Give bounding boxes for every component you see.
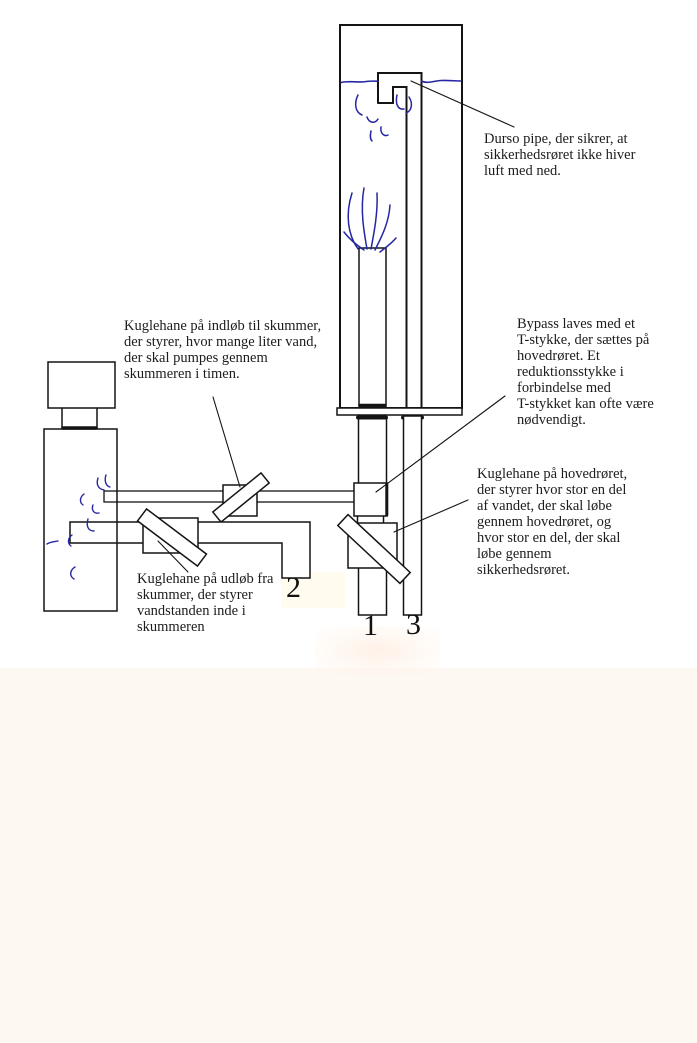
inlet-valve-handle — [211, 471, 271, 524]
note-durso: Durso pipe, der sikrer, at sikkerhedsrør… — [484, 131, 636, 179]
leader-outlet-valve — [157, 540, 189, 573]
note-main-pipe-valve: Kuglehane på hovedrøret, der styrer hvor… — [477, 466, 628, 578]
riser-pipe — [358, 247, 387, 407]
inlet-ball-valve — [211, 471, 271, 524]
label-skimmer-outlet-pipe-2: 2 — [286, 571, 301, 604]
tank-bottom-plate — [336, 407, 463, 416]
plumbing-diagram — [43, 24, 515, 616]
water-line-right — [420, 79, 462, 84]
leader-main-valve — [393, 499, 469, 533]
leader-inlet-valve — [212, 396, 241, 488]
note-skimmer-inlet-valve: Kuglehane på indløb til skummer, der sty… — [124, 318, 322, 382]
skimmer-inlet-splash — [79, 474, 111, 514]
leader-bypass — [375, 395, 506, 493]
scan-artifact-blob — [315, 626, 440, 676]
leader-lines — [157, 80, 515, 573]
skimmer-neck — [61, 407, 98, 429]
skimmer-body-splash — [46, 518, 95, 580]
label-safety-pipe-3: 3 — [406, 608, 421, 641]
fountain-splash — [343, 187, 397, 253]
durso-standpipe — [377, 72, 423, 408]
water-line-left — [340, 80, 379, 84]
main-pipe-valve-handle — [336, 513, 412, 585]
note-bypass: Bypass laves med et T-stykke, der sættes… — [517, 316, 654, 428]
note-skimmer-outlet-valve: Kuglehane på udløb fra skummer, der styr… — [137, 571, 274, 635]
outlet-valve-handle — [136, 507, 208, 568]
skimmer-cup — [47, 361, 116, 409]
main-pipe-upper — [357, 418, 388, 484]
main-pipe-lower — [357, 559, 388, 616]
skimmer-outlet-pipe — [69, 521, 311, 579]
reduction-stub — [356, 515, 385, 524]
background-lower-strip — [0, 668, 697, 1043]
safety-pipe — [402, 415, 423, 616]
skimmer-body — [43, 428, 118, 612]
label-main-pipe-1: 1 — [363, 609, 378, 642]
leader-durso — [410, 80, 515, 128]
outlet-ball-valve — [136, 507, 208, 568]
surface-splash — [354, 94, 413, 142]
